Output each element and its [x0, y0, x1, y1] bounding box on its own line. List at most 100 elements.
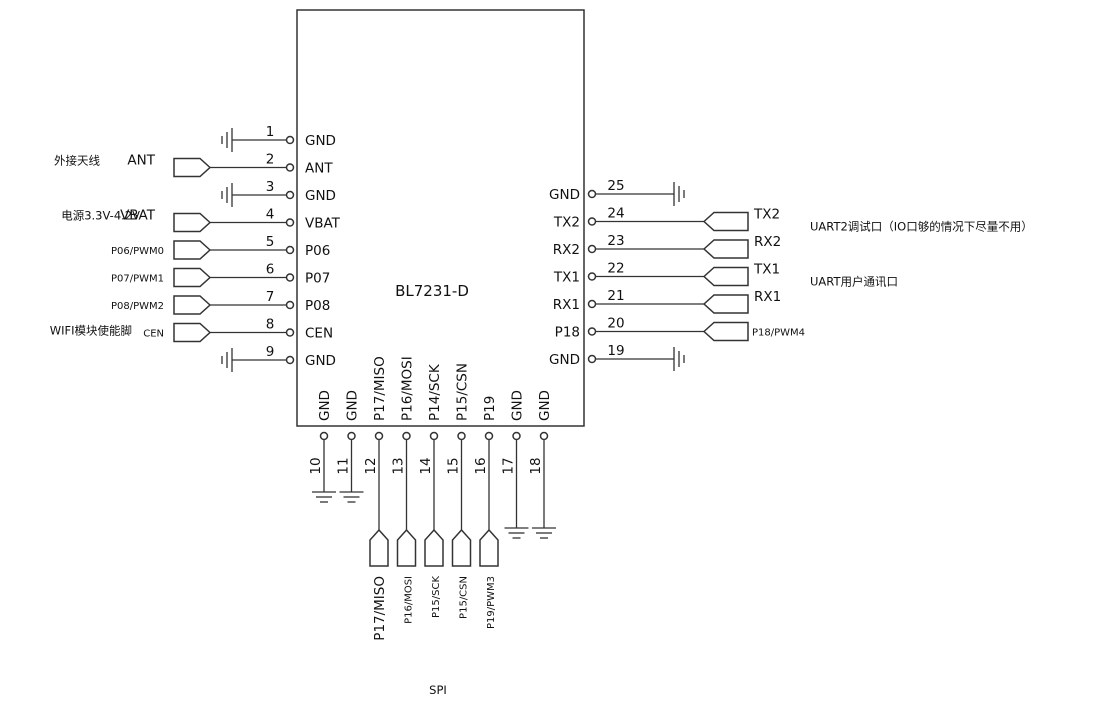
pin-7-label: P08 [305, 298, 330, 314]
connector-tag [173, 157, 212, 178]
pin-20-terminal [587, 327, 597, 336]
pin-9-number: 9 [266, 344, 275, 360]
pin-10-number: 10 [308, 457, 324, 474]
pin-4-label: VBAT [305, 216, 341, 232]
pin-19-number: 19 [607, 343, 624, 359]
pin-22-number: 22 [607, 261, 624, 277]
pin-18-label: GND [537, 390, 553, 421]
pin-12-net-label: P17/MISO [372, 576, 388, 641]
connector-tag [424, 528, 444, 567]
connector-tag [479, 528, 499, 567]
pin-group: 1GND2ANTANT外接天线3GND4VBATVBAT电源3.3V-4.2V5… [50, 124, 1033, 641]
pin-5-number: 5 [266, 234, 275, 250]
pin-16-number: 16 [473, 457, 489, 474]
connector-tag [702, 294, 749, 314]
pin-14-number: 14 [418, 457, 434, 474]
pin-6-number: 6 [266, 262, 275, 278]
pin-16-terminal [484, 431, 494, 441]
pin-9-label: GND [305, 353, 336, 369]
pin-4-terminal [285, 218, 295, 227]
pin-2-label: ANT [305, 161, 333, 177]
connector-tag [369, 528, 389, 567]
pin-8-number: 8 [266, 317, 275, 333]
pin-15-terminal [457, 431, 466, 441]
pin-8-label: CEN [305, 326, 333, 342]
pin-17-terminal [512, 431, 521, 441]
pin-13-label: P16/MOSI [400, 356, 416, 421]
pin-16-net-label: P19/PWM3 [486, 576, 497, 629]
pin-10-terminal [319, 431, 329, 441]
pin-23-terminal [587, 244, 597, 254]
connector-tag [702, 239, 749, 259]
pin-21-net-label: RX1 [754, 289, 781, 305]
pin-11-label: GND [345, 390, 361, 421]
connector-tag [702, 211, 749, 232]
chip-name: BL7231-D [395, 282, 469, 300]
pin-2-terminal [285, 163, 295, 172]
connector-tag [173, 240, 212, 260]
pin-14-label: P14/SCK [427, 363, 443, 421]
pin-19-terminal [587, 354, 597, 364]
pin-4-net-label: VBAT [120, 208, 156, 224]
pin-4-note: 电源3.3V-4.2V [61, 209, 140, 223]
pin-18-number: 18 [528, 457, 544, 474]
pin-6-label: P07 [305, 271, 330, 287]
pin-8-terminal [285, 328, 295, 337]
pin-14-net-label: P15/SCK [431, 576, 442, 618]
right-note-24: UART2调试口（IO口够的情况下尽量不用） [810, 220, 1033, 234]
pin-19-label: GND [549, 352, 580, 368]
pin-20-number: 20 [607, 316, 624, 332]
pin-8-net-label: CEN [143, 329, 164, 340]
pin-6-net-label: P07/PWM1 [111, 274, 164, 285]
pin-24-label: TX2 [553, 215, 580, 231]
pin-12-label: P17/MISO [372, 356, 388, 421]
pin-11-number: 11 [336, 457, 352, 474]
pin-13-terminal [402, 431, 411, 441]
pin-1-terminal [285, 135, 295, 145]
pin-21-number: 21 [607, 288, 624, 304]
pin-3-terminal [285, 190, 295, 200]
pin-1-number: 1 [266, 124, 275, 140]
pin-20-net-label: P18/PWM4 [752, 328, 805, 339]
ic-body [296, 9, 585, 427]
pin-15-label: P15/CSN [455, 363, 471, 421]
pin-13-net-label: P16/MOSI [404, 576, 415, 624]
pin-12-terminal [374, 431, 384, 441]
pin-24-terminal [587, 217, 597, 226]
pin-1-label: GND [305, 133, 336, 149]
pin-15-net-label: P15/CSN [459, 576, 470, 619]
connector-tag [702, 321, 749, 342]
pin-23-number: 23 [607, 233, 624, 249]
pin-5-terminal [285, 245, 295, 255]
connector-tag [173, 295, 212, 315]
pin-17-label: GND [510, 390, 526, 421]
connector-tag [173, 267, 212, 288]
pin-18-terminal [539, 431, 549, 441]
connector-tag [396, 528, 417, 567]
pin-9-terminal [285, 355, 295, 365]
pin-24-net-label: TX2 [753, 207, 780, 223]
pin-21-label: RX1 [553, 297, 580, 313]
bus-label: SPI [429, 683, 447, 697]
pin-23-net-label: RX2 [754, 234, 781, 250]
pin-25-terminal [587, 189, 597, 199]
pin-5-net-label: P06/PWM0 [111, 246, 164, 257]
connector-tag [173, 322, 212, 343]
pin-7-number: 7 [266, 289, 275, 305]
pin-21-terminal [587, 299, 597, 309]
pin-25-number: 25 [607, 178, 624, 194]
pin-22-net-label: TX1 [753, 262, 780, 278]
pin-15-number: 15 [446, 457, 462, 474]
pin-7-net-label: P08/PWM2 [111, 301, 164, 312]
pin-3-label: GND [305, 188, 336, 204]
pin-25-label: GND [549, 187, 580, 203]
pin-10-label: GND [317, 390, 333, 421]
pin-20-label: P18 [555, 325, 580, 341]
pin-14-terminal [429, 431, 439, 441]
connector-tag [173, 212, 212, 233]
pin-24-number: 24 [607, 206, 624, 222]
pin-17-number: 17 [501, 457, 517, 474]
pin-11-terminal [347, 431, 356, 441]
right-note-22: UART用户通讯口 [810, 275, 898, 289]
connector-tag [451, 528, 472, 567]
